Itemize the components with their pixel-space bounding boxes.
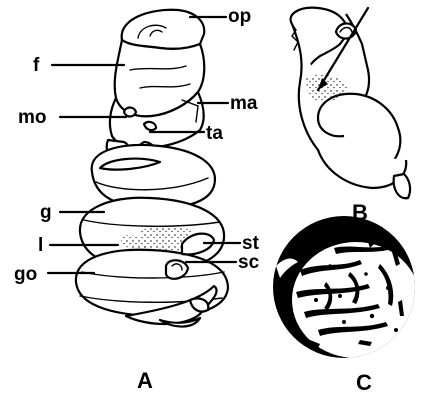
panel-a-illustration xyxy=(76,10,228,327)
label-op: op xyxy=(228,6,251,27)
label-f: f xyxy=(33,55,40,76)
label-l: l xyxy=(38,235,43,256)
panel-b-illustration xyxy=(291,8,410,199)
label-g: g xyxy=(40,202,52,223)
operculum-shape xyxy=(122,10,205,49)
panel-label-c: C xyxy=(356,370,372,395)
panel-c-disc xyxy=(273,216,420,358)
panel-label-b: B xyxy=(352,200,368,225)
label-st: st xyxy=(242,233,260,254)
label-sc: sc xyxy=(238,252,260,273)
panel-label-a: A xyxy=(137,368,153,393)
label-ta: ta xyxy=(206,123,223,144)
label-mo: mo xyxy=(18,107,47,128)
label-go: go xyxy=(14,264,37,285)
label-ma: ma xyxy=(230,93,258,114)
